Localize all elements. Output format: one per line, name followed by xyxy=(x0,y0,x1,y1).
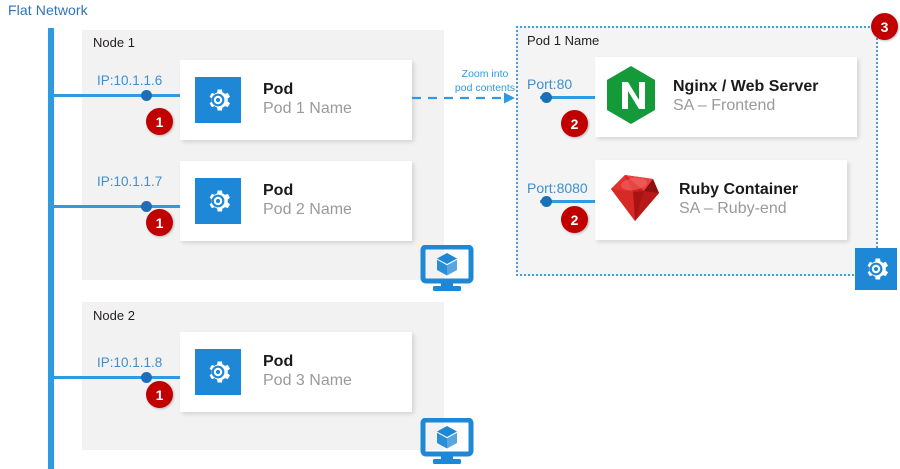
pod-title-2: Pod xyxy=(263,182,294,200)
container-card-ruby[interactable]: Ruby Container SA – Ruby-end xyxy=(595,160,847,240)
ip-label-pod-2: IP:10.1.1.7 xyxy=(97,174,163,189)
pod-icon-wrap-2 xyxy=(195,178,241,224)
dashed-arrow-right-icon xyxy=(412,88,520,113)
port-wire-ruby xyxy=(540,200,610,203)
zoom-note-line-2: pod contents xyxy=(454,82,516,94)
pod-title-1: Pod xyxy=(263,81,294,99)
container-icon-wrap-ruby xyxy=(603,169,665,232)
pod-text-3: Pod Pod 3 Name xyxy=(263,353,352,391)
container-subtitle-nginx: SA – Frontend xyxy=(673,97,776,114)
pod-card-2[interactable]: Pod Pod 2 Name xyxy=(180,161,412,241)
monitor-cube-icon xyxy=(420,244,474,298)
node-label-1: Node 1 xyxy=(93,35,135,50)
wire-dot-pod-3 xyxy=(141,372,152,383)
pod-card-3[interactable]: Pod Pod 3 Name xyxy=(180,332,412,412)
flat-network-label: Flat Network xyxy=(8,2,88,18)
wire-dot-pod-2 xyxy=(141,201,152,212)
wire-dot-pod-1 xyxy=(141,90,152,101)
ip-label-pod-1: IP:10.1.1.6 xyxy=(97,73,163,88)
gear-icon xyxy=(195,349,241,395)
network-wire-pod-1 xyxy=(54,94,182,97)
container-text-ruby: Ruby Container SA – Ruby-end xyxy=(679,181,798,219)
container-card-nginx[interactable]: Nginx / Web Server SA – Frontend xyxy=(595,57,857,137)
pod-title-3: Pod xyxy=(263,353,294,371)
nginx-hexagon-icon xyxy=(603,64,659,131)
badge-pod-2: 1 xyxy=(146,209,173,236)
pod-detail-label: Pod 1 Name xyxy=(527,33,600,48)
port-label-nginx: Port:80 xyxy=(527,76,573,92)
wire-dot-ruby xyxy=(541,196,552,207)
container-text-nginx: Nginx / Web Server SA – Frontend xyxy=(673,78,819,116)
pod-icon-wrap-1 xyxy=(195,77,241,123)
wire-dot-nginx xyxy=(541,92,552,103)
monitor-cube-icon xyxy=(420,417,474,469)
pod-card-1[interactable]: Pod Pod 1 Name xyxy=(180,60,412,140)
network-wire-pod-2 xyxy=(54,205,182,208)
pod-icon-wrap-3 xyxy=(195,349,241,395)
badge-pod-detail: 3 xyxy=(871,13,898,40)
zoom-note-line-1: Zoom into xyxy=(461,68,509,80)
pod-text-1: Pod Pod 1 Name xyxy=(263,81,352,119)
pod-subtitle-3: Pod 3 Name xyxy=(263,372,352,389)
badge-ruby: 2 xyxy=(561,206,588,233)
container-icon-wrap-nginx xyxy=(603,64,659,131)
port-label-ruby: Port:8080 xyxy=(527,180,588,196)
pod-text-2: Pod Pod 2 Name xyxy=(263,182,352,220)
gear-icon xyxy=(195,178,241,224)
pod-detail-gear-icon xyxy=(855,248,897,290)
ip-label-pod-3: IP:10.1.1.8 xyxy=(97,355,163,370)
gear-icon xyxy=(855,248,897,290)
pod-subtitle-2: Pod 2 Name xyxy=(263,201,352,218)
gear-icon xyxy=(195,77,241,123)
badge-pod-3: 1 xyxy=(146,381,173,408)
pod-subtitle-1: Pod 1 Name xyxy=(263,100,352,117)
flat-network-line xyxy=(48,28,54,469)
badge-nginx: 2 xyxy=(561,110,588,137)
ruby-gem-icon xyxy=(603,169,665,232)
container-title-ruby: Ruby Container xyxy=(679,181,799,199)
badge-pod-1: 1 xyxy=(146,108,173,135)
port-wire-nginx xyxy=(540,96,610,99)
container-title-nginx: Nginx / Web Server xyxy=(673,78,819,96)
node-label-2: Node 2 xyxy=(93,308,135,323)
network-wire-pod-3 xyxy=(54,376,182,379)
container-subtitle-ruby: SA – Ruby-end xyxy=(679,200,787,217)
